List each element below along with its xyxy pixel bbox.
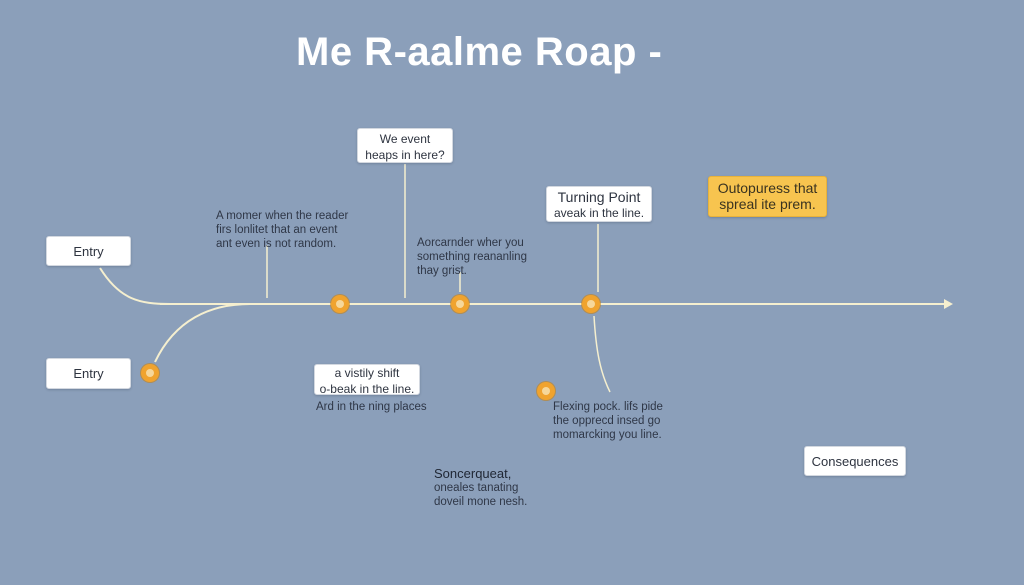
timeline-node-2	[451, 295, 469, 313]
sonce-note-title: Soncerqueat,	[434, 466, 512, 481]
sonce-note-line-2: doveil mone nesh.	[434, 496, 528, 508]
highlight-line-2: spreal ite prem.	[719, 196, 816, 212]
sonce-note-line-1: oneales tanating	[434, 482, 519, 494]
remainder-note-line-3: thay grist.	[417, 265, 467, 277]
timeline-node-3	[582, 295, 600, 313]
event-box: We event heaps in here?	[357, 128, 453, 163]
flexing-note: Flexing pock. lifs pide the opprecd inse…	[553, 400, 663, 442]
shift-line-2: o-beak in the line.	[319, 382, 415, 396]
shift-box: a vistily shift o-beak in the line.	[314, 364, 420, 396]
flexing-note-line-1: Flexing pock. lifs pide	[553, 401, 663, 413]
reader-note-line-3: ant even is not random.	[216, 238, 337, 250]
entry-bottom-branch	[154, 303, 251, 363]
timeline-node-1	[331, 295, 349, 313]
reader-note: A momer when the reader firs lonlitet th…	[216, 209, 348, 251]
entry-top-label: Entry	[73, 244, 104, 259]
flexing-connector	[593, 315, 611, 393]
places-note: Ard in the ning places	[316, 400, 427, 414]
remainder-note-line-2: something reananling	[417, 251, 527, 263]
reader-note-line-1: A momer when the reader	[216, 210, 349, 222]
event-line-1: We event	[379, 132, 431, 146]
entry-bottom-label: Entry	[73, 366, 104, 381]
page-title: Me R-aalme Roap -	[296, 30, 663, 74]
remainder-note: Aorcarnder wher you something reananling…	[417, 236, 527, 278]
flexing-note-line-2: the opprecd insed go	[553, 415, 661, 427]
entry-top-box: Entry	[46, 236, 131, 266]
flexing-note-line-3: momarcking you line.	[553, 429, 662, 441]
places-note-line: Ard in the ning places	[316, 401, 427, 413]
flexing-node	[537, 382, 555, 400]
entry-bottom-box: Entry	[46, 358, 131, 389]
consequences-box: Consequences	[804, 446, 906, 476]
sonce-note: Soncerqueat, oneales tanating doveil mon…	[434, 467, 527, 509]
entry-bottom-node	[141, 364, 159, 382]
remainder-note-line-1: Aorcarnder wher you	[417, 237, 524, 249]
turning-point-box: Turning Point aveak in the line.	[546, 186, 652, 222]
consequences-label: Consequences	[811, 454, 899, 469]
entry-top-branch	[99, 267, 171, 305]
shift-line-1: a vistily shift	[334, 366, 400, 380]
highlight-line-1: Outopuress that	[717, 180, 818, 196]
highlight-box: Outopuress that spreal ite prem.	[708, 176, 827, 217]
timeline-arrowhead	[944, 299, 953, 309]
event-line-2: heaps in here?	[365, 148, 445, 162]
reader-note-line-2: firs lonlitet that an event	[216, 224, 338, 236]
turning-point-title: Turning Point	[557, 189, 641, 205]
turning-point-text: aveak in the line.	[553, 206, 645, 220]
